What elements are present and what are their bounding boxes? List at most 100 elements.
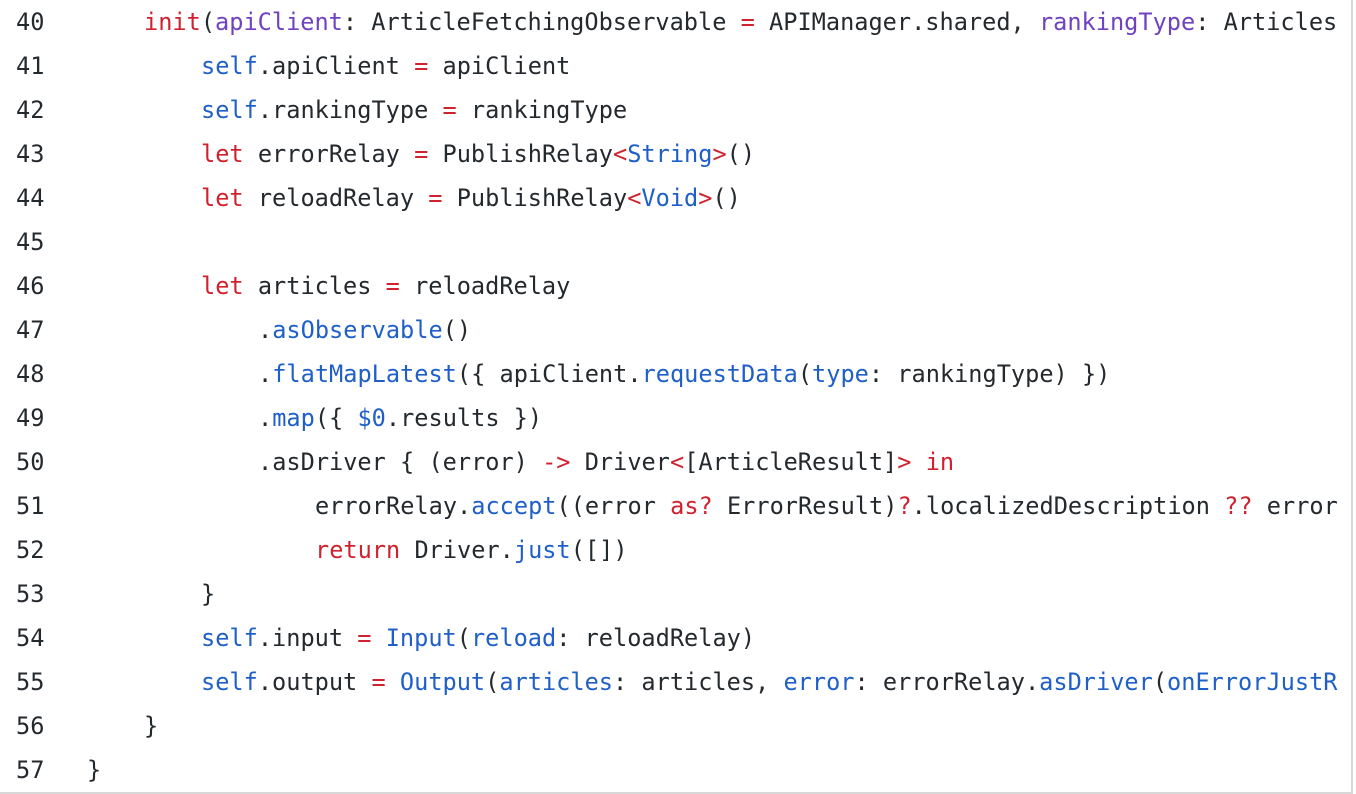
identifier-token: asObservable bbox=[272, 316, 443, 344]
code-token: PublishRelay bbox=[428, 140, 613, 168]
code-token: () bbox=[712, 184, 741, 212]
code-text: } bbox=[201, 572, 215, 616]
line-number: 54 bbox=[16, 624, 45, 652]
keyword-token: = bbox=[740, 8, 755, 36]
keyword-token: let bbox=[201, 272, 244, 300]
code-text: } bbox=[144, 704, 158, 748]
identifier-token: map bbox=[272, 404, 315, 432]
identifier-token: type bbox=[812, 360, 869, 388]
line-number: 44 bbox=[16, 184, 45, 212]
keyword-token: let bbox=[201, 184, 244, 212]
code-text: .map({ $0.results }) bbox=[258, 396, 542, 440]
line-number: 49 bbox=[16, 404, 45, 432]
code-token: PublishRelay bbox=[442, 184, 628, 212]
code-text: .flatMapLatest({ apiClient.requestData(t… bbox=[258, 352, 1110, 396]
code-token: ( bbox=[200, 8, 216, 36]
code-token bbox=[371, 624, 385, 652]
identifier-token: String bbox=[627, 140, 713, 168]
code-text: return Driver.just([]) bbox=[315, 528, 628, 572]
code-token: ((error bbox=[556, 492, 671, 520]
keyword-token: = bbox=[371, 668, 386, 696]
code-text: let articles = reloadRelay bbox=[201, 264, 570, 308]
line-number: 53 bbox=[16, 580, 45, 608]
keyword-token: = bbox=[428, 184, 443, 212]
identifier-token: Output bbox=[399, 668, 486, 696]
line-number: 46 bbox=[16, 272, 45, 300]
keyword-token: < bbox=[627, 184, 642, 212]
keyword-token: init bbox=[144, 8, 201, 36]
code-token: : reloadRelay) bbox=[556, 624, 756, 652]
identifier-token: error bbox=[783, 668, 855, 696]
code-token: } bbox=[87, 756, 102, 784]
keyword-token: < bbox=[669, 448, 685, 476]
code-text: errorRelay.accept((error as? ErrorResult… bbox=[315, 484, 1338, 528]
line-number: 47 bbox=[16, 316, 45, 344]
identifier-token: onErrorJustR bbox=[1167, 668, 1338, 696]
code-token: : Articles bbox=[1195, 8, 1338, 36]
code-token: ({ bbox=[314, 404, 358, 432]
identifier-token: flatMapLatest bbox=[272, 360, 457, 388]
code-token: error bbox=[1252, 492, 1338, 520]
code-token: .localizedDescription bbox=[911, 492, 1225, 520]
keyword-token: let bbox=[201, 140, 244, 168]
code-token: () bbox=[726, 140, 756, 168]
identifier-token: reload bbox=[470, 624, 557, 652]
code-token: [ArticleResult] bbox=[684, 448, 898, 476]
parameter-token: rankingType bbox=[1038, 8, 1196, 36]
identifier-token: articles bbox=[499, 668, 613, 696]
code-token: .asDriver { (error) bbox=[258, 448, 543, 476]
line-number: 55 bbox=[16, 668, 45, 696]
line-number: 51 bbox=[16, 492, 45, 520]
code-token: ( bbox=[485, 668, 500, 696]
keyword-token: in bbox=[925, 448, 955, 476]
code-text: init(apiClient: ArticleFetchingObservabl… bbox=[144, 0, 1337, 44]
keyword-token: > bbox=[897, 448, 912, 476]
keyword-token: = bbox=[414, 52, 429, 80]
code-token: .results }) bbox=[385, 404, 543, 432]
keyword-token: = bbox=[414, 140, 429, 168]
code-text: let errorRelay = PublishRelay<String>() bbox=[201, 132, 755, 176]
code-token: : rankingType) }) bbox=[868, 360, 1111, 388]
keyword-token: = bbox=[442, 96, 457, 124]
code-token: articles bbox=[243, 272, 386, 300]
keyword-token: < bbox=[612, 140, 628, 168]
code-token: apiClient bbox=[428, 52, 571, 80]
identifier-token: self bbox=[201, 96, 258, 124]
parameter-token: apiClient bbox=[215, 8, 343, 36]
code-token: ( bbox=[1152, 668, 1168, 696]
code-text: self.input = Input(reload: reloadRelay) bbox=[201, 616, 755, 660]
code-text: let reloadRelay = PublishRelay<Void>() bbox=[201, 176, 741, 220]
keyword-token: ? bbox=[897, 492, 912, 520]
line-number: 42 bbox=[16, 96, 45, 124]
line-number: 48 bbox=[16, 360, 45, 388]
code-token: .input bbox=[257, 624, 358, 652]
identifier-token: just bbox=[513, 536, 571, 564]
keyword-token: as? bbox=[670, 492, 713, 520]
code-text: } bbox=[87, 748, 101, 792]
line-number: 45 bbox=[16, 228, 45, 256]
code-token: . bbox=[258, 316, 273, 344]
code-text: .asDriver { (error) -> Driver<[ArticleRe… bbox=[258, 440, 954, 484]
code-text: self.apiClient = apiClient bbox=[201, 44, 570, 88]
identifier-token: Input bbox=[385, 624, 457, 652]
identifier-token: $0 bbox=[357, 404, 386, 432]
keyword-token: > bbox=[698, 184, 713, 212]
identifier-token: Void bbox=[641, 184, 699, 212]
code-token: Driver bbox=[570, 448, 670, 476]
keyword-token: ?? bbox=[1224, 492, 1253, 520]
identifier-token: self bbox=[201, 52, 258, 80]
code-text: .asObservable() bbox=[258, 308, 471, 352]
code-token: : errorRelay. bbox=[854, 668, 1040, 696]
code-token: ([]) bbox=[570, 536, 628, 564]
code-token: reloadRelay bbox=[399, 272, 571, 300]
line-number: 41 bbox=[16, 52, 45, 80]
keyword-token: return bbox=[315, 536, 401, 564]
code-text: self.output = Output(articles: articles,… bbox=[201, 660, 1338, 704]
code-token: Driver. bbox=[400, 536, 514, 564]
code-token: APIManager.shared, bbox=[754, 8, 1039, 36]
code-token: ({ apiClient. bbox=[456, 360, 642, 388]
code-token: .rankingType bbox=[257, 96, 443, 124]
code-token bbox=[911, 448, 925, 476]
line-number: 40 bbox=[16, 8, 45, 36]
code-token: } bbox=[144, 712, 159, 740]
